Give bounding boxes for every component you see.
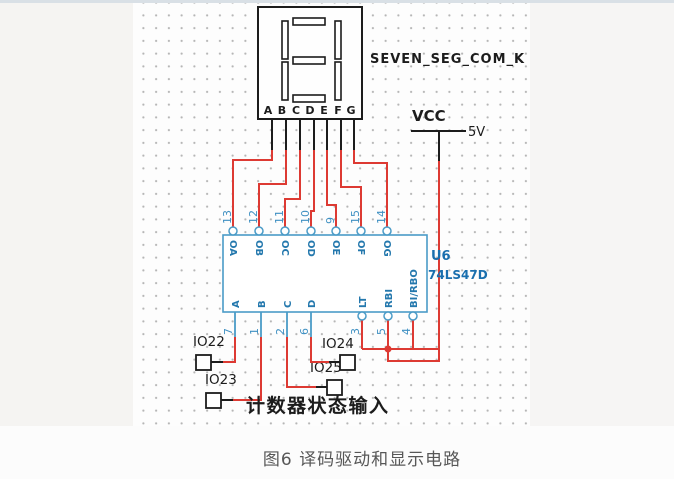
vcc-supply-symbol: VCC 5V <box>361 107 485 362</box>
bubble-birbo-icon <box>408 311 418 321</box>
chip-ref-label: U6 <box>431 249 451 264</box>
bubble-lt-icon <box>357 311 367 321</box>
seven-seg-display-symbol: A B C D E F G <box>257 6 363 150</box>
counter-input-note: 计数器状态输入 <box>246 394 390 417</box>
segment-c-icon <box>334 61 342 101</box>
pin-number-14: 14 <box>375 210 388 224</box>
pin-name-oe: OE <box>330 240 341 256</box>
wire-d-to-od <box>310 150 315 227</box>
wire-e-to-oe <box>326 150 337 227</box>
segment-g-icon <box>292 56 326 65</box>
segment-b-icon <box>334 20 342 60</box>
display-pin-label-c: C <box>292 104 300 117</box>
pin-number-10: 10 <box>299 210 312 224</box>
pin-number-11: 11 <box>273 210 286 224</box>
pin-number-15: 15 <box>349 210 362 224</box>
pin-number-5: 5 <box>375 328 388 335</box>
pin-number-2: 2 <box>274 328 287 335</box>
pin-number-4: 4 <box>400 328 413 335</box>
io22-label: IO22 <box>193 334 225 350</box>
pin-number-6: 6 <box>298 328 311 335</box>
page-right-margin <box>530 3 674 426</box>
pin-name-od: OD <box>305 240 316 257</box>
io24-connector <box>339 354 356 371</box>
display-part-label: SEVEN_SEG_COM_K <box>370 52 525 67</box>
wire-f-to-of <box>340 150 362 227</box>
page-left-margin <box>0 3 133 426</box>
io22-connector <box>195 354 212 371</box>
segment-wires <box>232 150 388 227</box>
decoder-chip-symbol: 13 12 11 10 9 15 14 OA OB OC OD OE OF OG… <box>221 210 488 337</box>
wire-g-to-og <box>353 150 388 227</box>
pin-name-c: C <box>283 301 294 308</box>
io23-label: IO23 <box>205 372 237 388</box>
segment-d-icon <box>292 94 326 103</box>
wire-io25-to-pin2 <box>286 337 316 388</box>
bubble-of-icon <box>356 226 366 236</box>
window-top-border <box>0 0 674 3</box>
pin-name-og: OG <box>381 240 392 257</box>
pin-number-1: 1 <box>248 328 261 335</box>
pin-name-ob: OB <box>253 240 264 256</box>
pin-name-d: D <box>307 300 318 308</box>
pin-number-13: 13 <box>221 210 234 224</box>
pin-number-12: 12 <box>247 210 260 224</box>
bubble-oc-icon <box>280 226 290 236</box>
io25-label: IO25 <box>310 360 342 376</box>
bubble-od-icon <box>306 226 316 236</box>
bubble-og-icon <box>382 226 392 236</box>
display-pin-label-f: F <box>334 104 342 117</box>
wire-io22-to-pin7 <box>223 337 236 363</box>
pin-number-9: 9 <box>324 217 337 224</box>
caption-band <box>0 426 674 479</box>
wire-a-to-oa <box>232 150 273 227</box>
display-pin-label-e: E <box>320 104 328 117</box>
io24-label: IO24 <box>322 336 354 352</box>
io-wiring: IO22 IO23 IO25 IO24 <box>193 334 356 409</box>
vcc-net-label: VCC <box>412 107 446 125</box>
pin-name-oc: OC <box>279 240 290 256</box>
bubble-ob-icon <box>254 226 264 236</box>
display-pin-label-g: G <box>346 104 355 117</box>
segment-f-icon <box>281 20 289 60</box>
io25-connector <box>326 379 343 396</box>
pin-name-of: OF <box>355 240 366 255</box>
chip-body <box>222 234 428 313</box>
display-pin-label-a: A <box>264 104 273 117</box>
wire-c-to-oc <box>284 150 301 227</box>
vcc-wire-loop <box>387 349 440 362</box>
pin-number-7: 7 <box>222 328 235 335</box>
display-pin-label-d: D <box>305 104 314 117</box>
pin-name-birbo: BI/RBO <box>409 269 420 308</box>
pin-name-a: A <box>231 300 242 308</box>
pin-name-lt: LT <box>358 296 369 308</box>
pin-number-3: 3 <box>349 328 362 335</box>
bubble-oa-icon <box>228 226 238 236</box>
pin-name-oa: OA <box>227 240 238 256</box>
wire-b-to-ob <box>258 150 287 227</box>
chip-part-label: 74LS47D <box>428 268 488 282</box>
segment-e-icon <box>281 61 289 101</box>
vcc-voltage-label: 5V <box>468 125 485 140</box>
pin-name-rbi: RBI <box>384 289 395 308</box>
io23-connector <box>205 392 222 409</box>
bubble-rbi-icon <box>383 311 393 321</box>
bubble-oe-icon <box>331 226 341 236</box>
wire-junction-dot <box>384 345 392 353</box>
wire-io24-to-pin6 <box>310 337 329 363</box>
pin-name-b: B <box>257 300 268 308</box>
figure-caption: 图6 译码驱动和显示电路 <box>263 450 461 470</box>
display-pin-label-b: B <box>278 104 286 117</box>
segment-a-icon <box>292 17 326 26</box>
wire-io23-to-pin1 <box>233 337 262 401</box>
